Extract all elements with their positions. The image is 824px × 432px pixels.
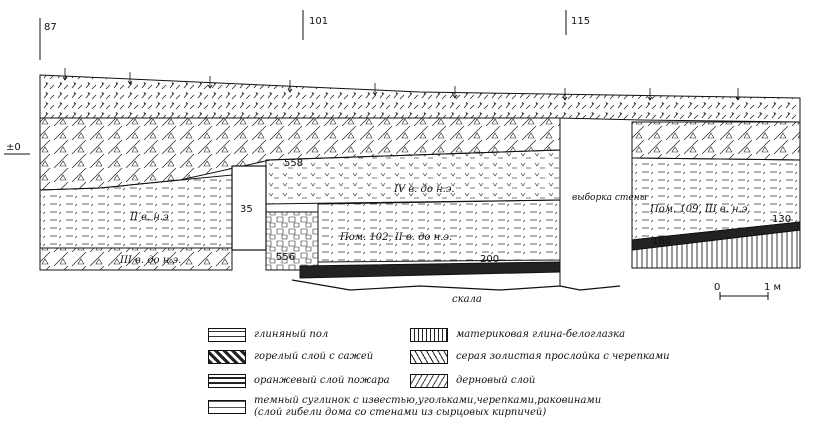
burnt-floor xyxy=(299,261,561,279)
depth-160: 160 xyxy=(652,236,671,247)
swatch-native xyxy=(410,328,448,342)
ash-layer-right xyxy=(631,121,801,161)
legend-text-orange: оранжевый слой пожара xyxy=(254,375,390,386)
depth-130: 130 xyxy=(772,214,791,225)
legend-text-loam: темный суглинок с известью,угольками,чер… xyxy=(254,395,601,419)
scale-one: 1 м xyxy=(764,282,781,293)
marker-87: 87 xyxy=(44,22,57,33)
legend-item-burnt: горелый слой с сажей xyxy=(208,348,373,366)
depth-35: 35 xyxy=(240,204,253,215)
swatch-turf xyxy=(410,374,448,388)
label-iv-century: IV в. до н.э. xyxy=(393,184,455,195)
swatch-loam xyxy=(208,400,246,414)
legend-text-native: материковая глина-белоглазка xyxy=(456,329,626,340)
marker-lines xyxy=(4,10,567,155)
legend-item-ash: серая золистая прослойка с черепками xyxy=(410,348,670,366)
zero-level: ±0 xyxy=(6,142,21,153)
legend-item-loam: темный суглинок с известью,угольками,чер… xyxy=(208,395,601,419)
legend-text-burnt: горелый слой с сажей xyxy=(254,351,374,362)
rock-bottom xyxy=(291,279,621,291)
room-102-fill xyxy=(317,199,561,263)
depth-556: 556 xyxy=(276,252,295,263)
swatch-ash xyxy=(410,350,448,364)
depth-558: 558 xyxy=(284,158,303,169)
legend-item-turf: дерновый слой xyxy=(410,372,535,390)
label-ii-century-left: II в. н.э xyxy=(129,212,169,223)
legend-item-orange: оранжевый слой пожара xyxy=(208,372,390,390)
legend-text-loam-line1: темный суглинок с известью,угольками,чер… xyxy=(254,395,602,406)
scale-bar xyxy=(719,292,769,300)
legend-item-native: материковая глина-белоглазка xyxy=(410,326,625,344)
label-room-102: Пом. 102, II в. до н.э. xyxy=(339,232,452,243)
swatch-orange xyxy=(208,374,246,388)
stone-foundation xyxy=(265,211,319,271)
wall-removal-outline xyxy=(559,118,633,286)
swatch-burnt xyxy=(208,350,246,364)
swatch-clay xyxy=(208,328,246,342)
surface-arrows xyxy=(62,68,741,101)
legend-text-clay: глиняный пол xyxy=(254,329,329,340)
legend-item-clay: глиняный пол xyxy=(208,326,328,344)
layer-iv xyxy=(265,149,561,205)
turf-layer xyxy=(39,74,801,123)
legend-text-loam-line2: (слой гибели дома со стенами из сырцовых… xyxy=(254,407,547,418)
label-room-109: Пом. 109, III в. н.э. xyxy=(649,204,751,215)
label-wall-removal: выборка стены xyxy=(572,192,647,203)
wall-35 xyxy=(231,165,267,251)
legend-text-ash: серая золистая прослойка с черепками xyxy=(456,351,670,362)
label-rock: скала xyxy=(452,294,482,305)
scale-zero: 0 xyxy=(714,282,720,293)
marker-115: 115 xyxy=(571,16,590,27)
depth-200: 200 xyxy=(480,254,499,265)
legend-text-turf: дерновый слой xyxy=(456,375,536,386)
label-iii-century-left: III в. до н.э. xyxy=(119,255,181,266)
marker-101: 101 xyxy=(309,16,328,27)
layer-iii-left xyxy=(39,247,233,271)
